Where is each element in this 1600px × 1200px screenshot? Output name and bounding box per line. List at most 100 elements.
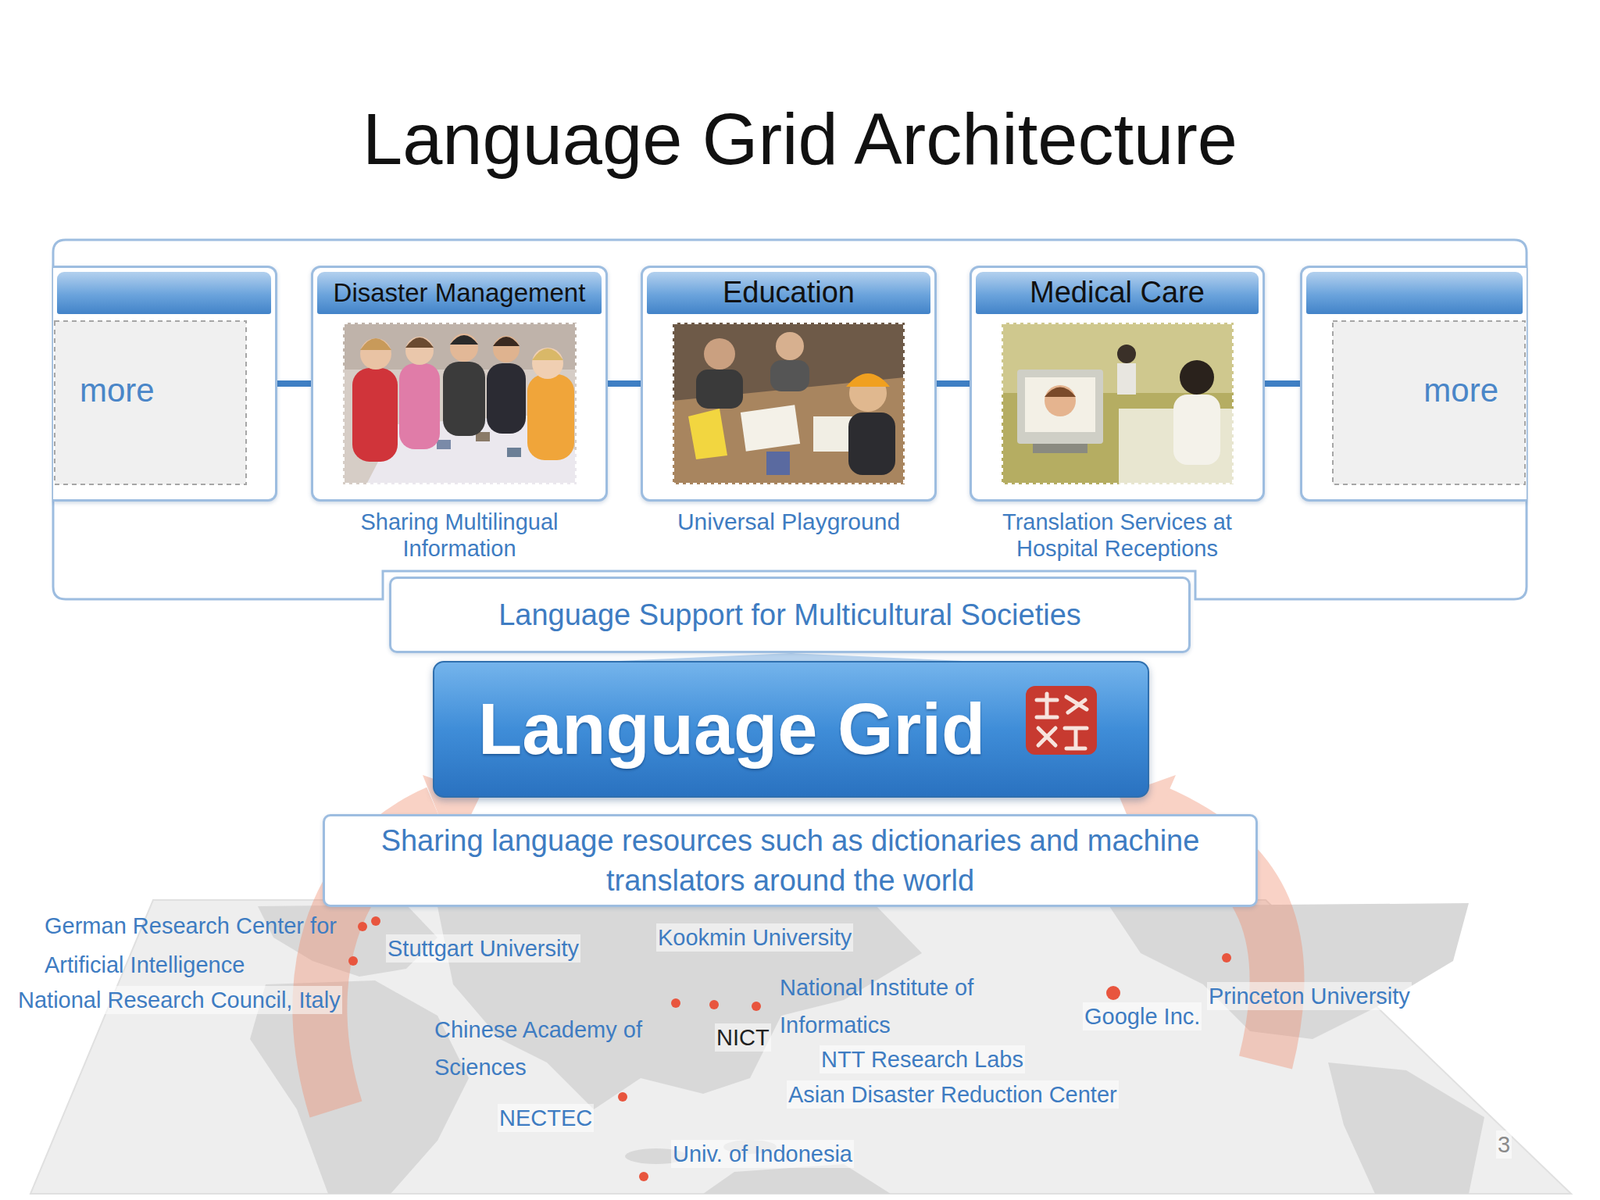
label-anchor: Asian Disaster Reduction Center <box>786 1080 1119 1109</box>
label-anchor: Kookmin University <box>656 923 854 952</box>
circle-shape <box>1117 344 1136 364</box>
institution-label: NECTEC <box>497 1103 594 1133</box>
institution-label: National Research Council, Italy <box>16 985 343 1015</box>
rect-shape <box>770 360 810 392</box>
label-anchor: 3 <box>1496 1130 1512 1159</box>
path-shape <box>405 337 434 348</box>
institution-label: NICT <box>714 1023 772 1052</box>
rect-shape <box>1001 322 1234 485</box>
seal-icon <box>1025 685 1097 755</box>
card-header-bar <box>57 271 272 315</box>
rect-shape <box>1173 394 1221 465</box>
label-anchor: NICT <box>714 1023 772 1052</box>
circle-shape <box>671 998 681 1008</box>
world-map <box>30 900 1572 1194</box>
path-shape <box>688 408 728 460</box>
placeholder-text: more <box>53 371 275 411</box>
disaster-photo <box>342 322 577 485</box>
label-anchor: National Research Council, Italy <box>16 985 343 1015</box>
rect-shape <box>1017 369 1104 444</box>
resource-box: Sharing language resources such as dicti… <box>322 814 1258 908</box>
rect-shape <box>672 322 905 485</box>
card-caption: Translation Services at Hospital Recepti… <box>969 508 1265 562</box>
circle-shape <box>492 335 520 363</box>
rect-shape <box>1117 363 1136 395</box>
label-anchor: Stuttgart University <box>385 934 581 963</box>
circle-shape <box>371 916 381 926</box>
institution-label: Stuttgart University <box>385 934 581 963</box>
circle-shape <box>751 1001 761 1011</box>
circle-shape <box>532 347 564 379</box>
placeholder-frame <box>1332 321 1525 485</box>
placeholder-text: more <box>1302 371 1527 411</box>
label-anchor: NECTEC <box>497 1103 594 1133</box>
label-anchor: National Institute of Informatics <box>778 968 1029 1044</box>
label-anchor: Chinese Academy of Sciences <box>432 1010 668 1086</box>
rect-shape <box>486 363 526 434</box>
rect-shape <box>1025 685 1097 755</box>
circle-shape <box>405 336 434 365</box>
institution-label: National Institute of Informatics <box>778 968 1029 1044</box>
education-photo <box>672 322 905 485</box>
path-shape <box>1044 387 1076 398</box>
circle-shape <box>1106 985 1121 1000</box>
rect-shape <box>848 412 896 475</box>
box-text: Language Support for Multicultural Socie… <box>498 595 1082 636</box>
path-shape <box>492 336 520 347</box>
circle-shape <box>348 956 358 966</box>
circle-shape <box>775 332 804 361</box>
institution-label: Kookmin University <box>656 923 854 952</box>
sharing-arrows <box>319 775 1277 1110</box>
card-header-bar: Education <box>646 271 931 315</box>
link-line <box>277 380 311 387</box>
card-heading: Medical Care <box>1029 276 1205 310</box>
path-shape <box>450 335 479 345</box>
rect-shape <box>1025 377 1096 433</box>
slide-title: Language Grid Architecture <box>0 98 1600 182</box>
circle-shape <box>617 1092 628 1102</box>
placeholder-frame <box>54 321 247 485</box>
rect-shape <box>740 404 800 451</box>
label-anchor: Google Inc. <box>1082 1002 1202 1031</box>
link-line <box>1264 380 1300 387</box>
circle-shape <box>709 1000 719 1010</box>
rect-shape <box>442 361 486 436</box>
application-panel <box>53 239 1527 600</box>
label-anchor: Princeton University <box>1207 982 1412 1011</box>
circle-shape <box>450 333 479 362</box>
circle-shape <box>703 338 736 370</box>
link-line <box>936 380 970 387</box>
rect-shape <box>1002 323 1233 484</box>
card-caption: Sharing Multilingual Information <box>310 508 608 562</box>
card-heading: Disaster Management <box>333 278 586 308</box>
circle-shape <box>360 338 392 370</box>
circle-shape <box>1221 953 1232 963</box>
institution-label: German Research Center for Artificial In… <box>42 906 379 985</box>
card-header-bar: Medical Care <box>975 271 1259 315</box>
rect-shape <box>399 363 440 450</box>
circle-shape <box>357 921 368 932</box>
rect-shape <box>766 451 790 475</box>
path-shape <box>846 373 890 387</box>
card-header-bar: Disaster Management <box>317 271 602 315</box>
circle-shape <box>1044 385 1076 417</box>
institution-label: Google Inc. <box>1082 1002 1202 1031</box>
circle-shape <box>639 1171 649 1182</box>
label-anchor: NTT Research Labs <box>819 1045 1025 1074</box>
institution-label: NTT Research Labs <box>819 1045 1025 1074</box>
path-shape <box>1036 693 1087 749</box>
link-line <box>607 380 641 387</box>
page-number: 3 <box>1496 1130 1512 1159</box>
path-shape <box>532 348 564 361</box>
rect-shape <box>673 323 904 484</box>
path-shape <box>1328 1062 1485 1194</box>
card-caption: Universal Playground <box>640 508 937 536</box>
path-shape <box>360 338 392 350</box>
medical-photo <box>1001 322 1234 485</box>
institution-label: Asian Disaster Reduction Center <box>786 1080 1119 1109</box>
rect-shape <box>343 323 576 484</box>
rect-shape <box>342 322 577 485</box>
rect-shape <box>436 439 451 450</box>
polygon-shape <box>30 900 1572 1194</box>
